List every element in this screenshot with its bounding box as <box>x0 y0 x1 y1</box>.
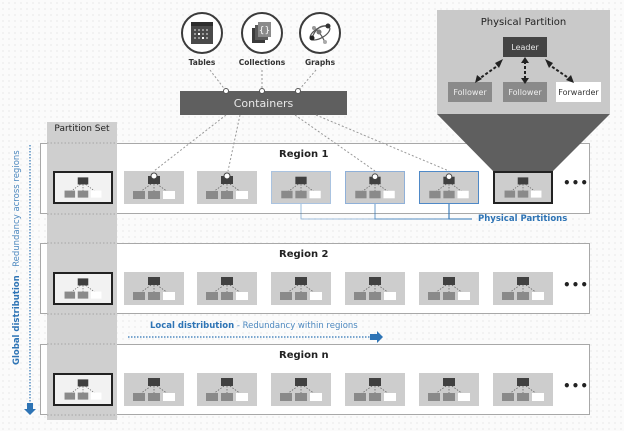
follower-node-2: Follower <box>503 82 547 102</box>
region-2-more: ••• <box>563 278 590 292</box>
forwarder-label: Forwarder <box>558 87 599 97</box>
physical-partition-tile <box>419 171 479 204</box>
graphs-icon-circle <box>299 12 341 54</box>
physical-partition-tile <box>345 373 405 406</box>
physical-partition-tile <box>197 171 257 204</box>
partition-set-tile <box>53 171 113 204</box>
partition-set-tile <box>53 373 113 406</box>
table-icon <box>191 22 213 44</box>
leader-node: Leader <box>503 37 547 57</box>
physical-partition-tile <box>197 373 257 406</box>
global-distribution-subtitle: - Redundancy across regions <box>12 150 22 273</box>
partition-set-label: Partition Set <box>54 124 110 134</box>
svg-text:{}: {} <box>259 26 270 36</box>
region-1-title: Region 1 <box>279 149 329 160</box>
graphs-label: Graphs <box>304 58 336 67</box>
follower-label: Follower <box>508 87 542 97</box>
tables-icon-circle <box>181 12 223 54</box>
region-1-more: ••• <box>563 176 590 190</box>
partition-set-tile <box>53 272 113 305</box>
region-2-title: Region 2 <box>279 249 329 260</box>
physical-partition-tile <box>345 171 405 204</box>
global-distribution-title: Global distribution <box>12 275 22 365</box>
leader-label: Leader <box>511 42 539 52</box>
physical-partition-tile <box>124 373 184 406</box>
physical-partition-tile <box>271 171 331 204</box>
physical-partition-detail: Physical Partition Leader Follower Follo… <box>437 10 610 114</box>
physical-partition-title: Physical Partition <box>480 17 567 28</box>
physical-partition-tile <box>345 272 405 305</box>
physical-partition-tile <box>419 373 479 406</box>
physical-partition-tile <box>493 171 553 204</box>
tables-label: Tables <box>188 58 216 67</box>
graph-icon <box>309 23 331 44</box>
physical-partition-tile <box>197 272 257 305</box>
document-collection-icon: {} <box>252 22 271 43</box>
collections-label: Collections <box>238 58 286 67</box>
containers-label: Containers <box>233 96 294 110</box>
physical-partition-tile <box>124 272 184 305</box>
physical-partitions-label: Physical Partitions <box>478 214 568 224</box>
local-distribution-label: Local distribution - Redundancy within r… <box>150 321 358 331</box>
forwarder-node: Forwarder <box>556 82 601 102</box>
global-distribution-label: Global distribution - Redundancy across … <box>12 150 22 365</box>
physical-partition-tile <box>271 373 331 406</box>
physical-partition-tile <box>419 272 479 305</box>
physical-partition-tile <box>493 373 553 406</box>
follower-label: Follower <box>453 87 487 97</box>
physical-partition-tile <box>493 272 553 305</box>
physical-partition-tile <box>271 272 331 305</box>
containers-bar: Containers <box>180 91 347 115</box>
local-distribution-subtitle: - Redundancy within regions <box>236 321 358 331</box>
region-n-more: ••• <box>563 379 590 393</box>
follower-node-1: Follower <box>448 82 492 102</box>
local-distribution-title: Local distribution <box>150 321 235 331</box>
region-n-title: Region n <box>279 350 329 361</box>
physical-partition-tile <box>124 171 184 204</box>
collections-icon-circle: {} <box>241 12 283 54</box>
